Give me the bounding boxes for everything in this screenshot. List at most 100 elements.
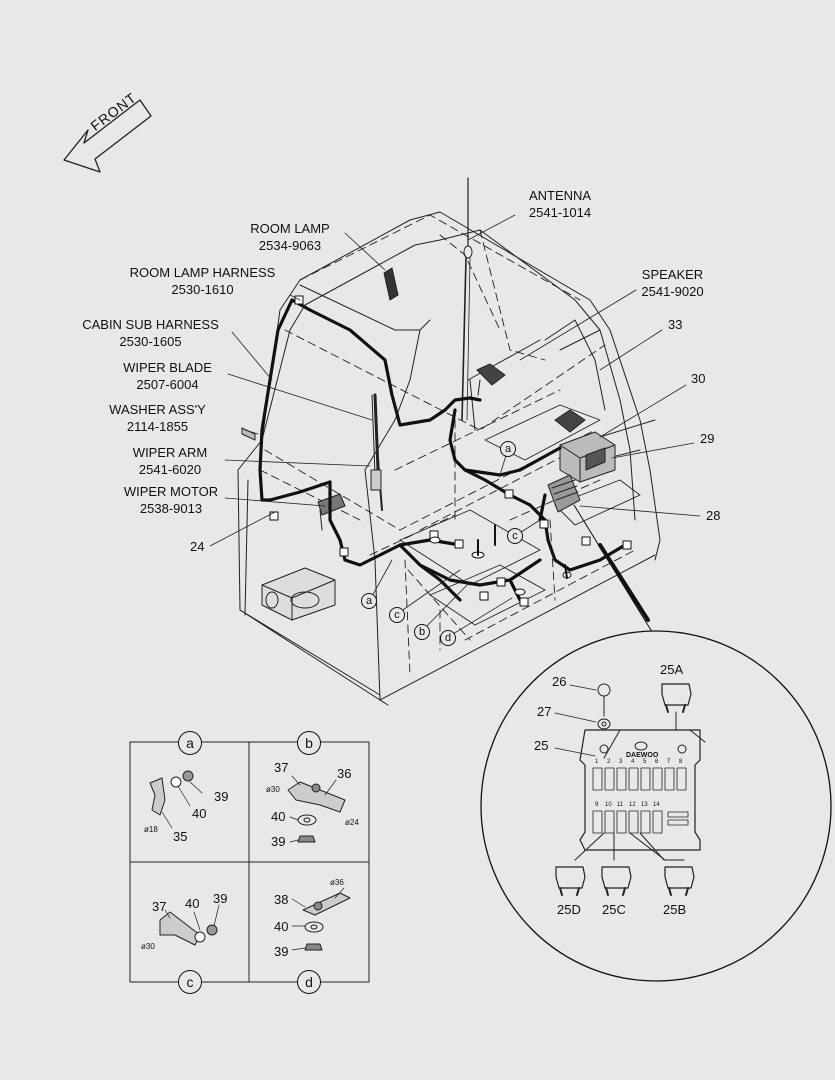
cabin-sub-harness-name: CABIN SUB HARNESS: [82, 317, 219, 332]
fuse-num: 3: [619, 759, 623, 765]
detail-b-drawing: [287, 775, 346, 843]
detail-a-part-35: 35: [173, 829, 188, 844]
room-lamp-harness-label: ROOM LAMP HARNESS 2530-1610: [120, 265, 285, 297]
wiper-motor-label: WIPER MOTOR 2538-9013: [112, 484, 230, 516]
detail-d-letter: d: [297, 970, 321, 994]
detail-a-diameter: ø18: [144, 825, 158, 834]
washer-tank: [261, 567, 336, 621]
room-lamp-name: ROOM LAMP: [250, 221, 330, 236]
pedal-left: [476, 363, 506, 396]
detail-a-letter: a: [178, 731, 202, 755]
bolts: [477, 524, 568, 579]
fuse-num: 12: [629, 802, 636, 808]
detail-d-part-40: 40: [274, 919, 289, 934]
room-lamp-part: 2534-9063: [258, 238, 322, 253]
detail-c-part-37: 37: [152, 899, 167, 914]
leader-lines: [209, 214, 701, 638]
item-29: 29: [700, 431, 715, 446]
wiper-blade-part: 2507-6004: [136, 377, 199, 392]
fuse-detail: [480, 630, 832, 982]
item-33: 33: [668, 317, 683, 332]
cabin-sub-harness-label: CABIN SUB HARNESS 2530-1605: [73, 317, 228, 349]
detail-a-part-40: 40: [192, 806, 207, 821]
item-26: 26: [552, 674, 567, 689]
fuse-num: 6: [655, 759, 659, 765]
speaker-name: SPEAKER: [641, 267, 704, 282]
detail-c-drawing: [159, 904, 220, 946]
detail-d-diameter: ø36: [330, 878, 344, 887]
ref-c-upper: c: [507, 528, 523, 544]
item-25c: 25C: [602, 902, 626, 917]
fuse-num: 5: [643, 759, 647, 765]
antenna: [461, 177, 473, 421]
detail-b-part-36: 36: [337, 766, 352, 781]
speaker-label: SPEAKER 2541-9020: [630, 267, 715, 299]
speaker-part: 2541-9020: [641, 284, 704, 299]
detail-d-part-38: 38: [274, 892, 289, 907]
washer-assy-part: 2114-1855: [126, 419, 189, 434]
washer-assy-label: WASHER ASS'Y 2114-1855: [100, 402, 215, 434]
pedal-right: [554, 409, 586, 433]
wiper-motor-part: 2538-9013: [139, 501, 203, 516]
item-25a: 25A: [660, 662, 684, 677]
ref-c-lower: c: [389, 607, 405, 623]
fuse-box-small: [547, 474, 581, 513]
antenna-part: 2541-1014: [528, 205, 592, 220]
cabin-sub-harness-part: 2530-1605: [119, 334, 182, 349]
item-27: 27: [537, 704, 552, 719]
detail-c-diameter: ø30: [141, 942, 155, 951]
fuse-num: 10: [605, 802, 612, 808]
fuse-num: 13: [641, 802, 648, 808]
detail-a-part-39: 39: [214, 789, 229, 804]
detail-b-part-37: 37: [274, 760, 289, 775]
fuse-num: 8: [679, 759, 683, 765]
detail-grid: [129, 741, 370, 983]
fuse-num: 2: [607, 759, 611, 765]
detail-b-diameter-30: ø30: [266, 785, 280, 794]
fuse-num: 7: [667, 759, 671, 765]
detail-b-part-40: 40: [271, 809, 286, 824]
wiper-blade: [371, 393, 380, 476]
ref-a-upper: a: [500, 441, 516, 457]
room-lamp: [383, 267, 399, 301]
fuse-num: 1: [595, 759, 599, 765]
wiper-arm-name: WIPER ARM: [132, 445, 208, 460]
fuse-num: 4: [631, 759, 635, 765]
detail-b-diameter-24: ø24: [345, 818, 359, 827]
item-25b: 25B: [663, 902, 687, 917]
item-30: 30: [691, 371, 706, 386]
item-25d: 25D: [557, 902, 581, 917]
detail-d-drawing: [291, 887, 351, 951]
connectors: [269, 295, 632, 607]
wiper-blade-name: WIPER BLADE: [123, 360, 212, 375]
room-lamp-harness-name: ROOM LAMP HARNESS: [129, 265, 276, 280]
fuse-num: 11: [617, 802, 624, 808]
wiper-motor-name: WIPER MOTOR: [123, 484, 219, 499]
room-lamp-label: ROOM LAMP 2534-9063: [235, 221, 345, 253]
fuse-num: 9: [595, 802, 599, 808]
item-28: 28: [706, 508, 721, 523]
fusebox-brand: DAEWOO: [626, 752, 659, 759]
room-lamp-harness-part: 2530-1610: [171, 282, 234, 297]
detail-b-part-39: 39: [271, 834, 286, 849]
harness-lines: [258, 298, 627, 602]
detail-a-drawing: [149, 770, 203, 829]
fuse-num: 14: [653, 802, 660, 808]
detail-b-letter: b: [297, 731, 321, 755]
wiper-arm-part: 2541-6020: [138, 462, 202, 477]
floor-plates: [399, 404, 641, 626]
front-arrow-icon: [63, 99, 152, 173]
cab-frame: [237, 211, 661, 706]
antenna-name: ANTENNA: [528, 188, 592, 203]
antenna-label: ANTENNA 2541-1014: [505, 188, 615, 220]
detail-c-part-39: 39: [213, 891, 228, 906]
item-25: 25: [534, 738, 549, 753]
detail-c-letter: c: [178, 970, 202, 994]
detail-c-part-40: 40: [185, 896, 200, 911]
detail-d-part-39: 39: [274, 944, 289, 959]
item-24: 24: [190, 539, 205, 554]
wiper-arm-label: WIPER ARM 2541-6020: [115, 445, 225, 477]
washer: [241, 427, 256, 441]
